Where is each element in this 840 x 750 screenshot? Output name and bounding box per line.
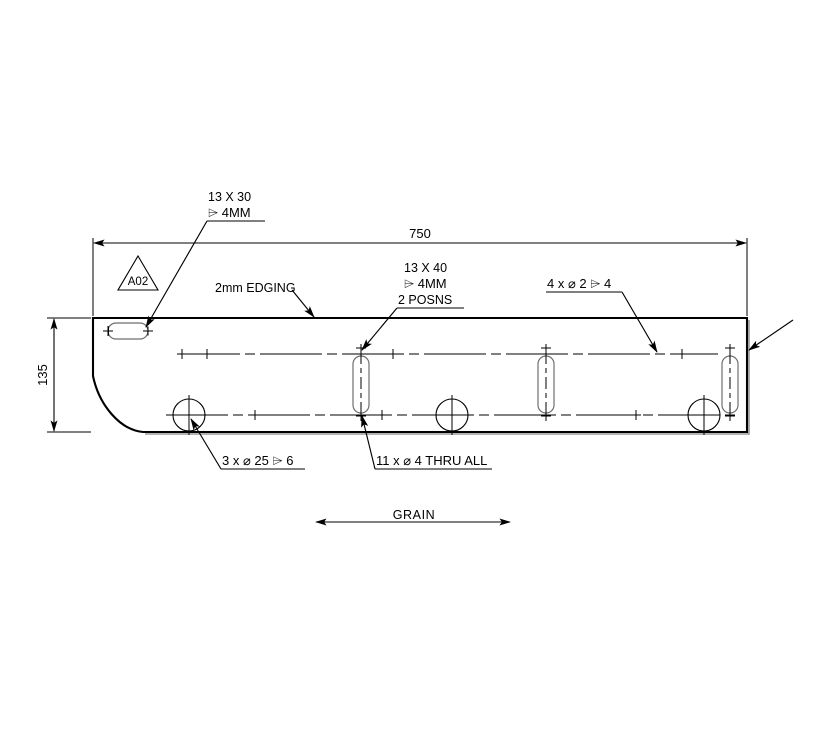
annotation-leader [361,307,398,351]
center-mark [677,349,687,359]
panel-profile [91,316,749,434]
annotation-line-3: 2 POSNS [398,293,452,307]
annotation-leader [291,289,315,318]
annotation-line-1: 13 X 30 [208,190,251,204]
center-mark [631,410,641,420]
annotation-right-edge-leader [748,319,794,351]
center-mark [377,410,387,420]
slot-crosshair-top [356,344,366,353]
annotation-edging[interactable]: 2mm EDGING [215,281,315,318]
annotation-thru-holes[interactable]: 11 x ⌀ 4 THRU ALL [361,415,492,470]
vertical-slot-2 [537,344,555,421]
annotation-leader [748,319,794,351]
centerlines [166,353,740,416]
counterbore-hole-3 [687,395,721,435]
center-mark [388,349,398,359]
grain-direction-indicator: GRAIN [315,508,511,526]
annotation-leader [361,415,376,470]
slot-crosshair-bottom [725,411,735,421]
vertical-slots [352,344,739,421]
counterbore-holes [172,395,721,435]
slot-crosshair-top [541,344,551,353]
grain-label: GRAIN [393,508,436,522]
annotation-line-1: 11 x ⌀ 4 THRU ALL [376,453,487,468]
slot-crosshair-bottom [541,411,551,421]
revision-balloon-label: A02 [128,276,148,288]
center-mark [177,349,187,359]
hole-center-marks [177,349,687,420]
vertical-slot-1 [352,344,370,421]
annotation-line-2: ⌲ 4MM [404,276,447,291]
dimension-overall-length: 750 [92,226,748,316]
annotation-leader [145,220,208,328]
revision-balloon[interactable]: A02 [117,254,159,291]
annotation-line-1: 4 x ⌀ 2 ⌲ 4 [547,276,611,291]
part-outline [91,316,750,435]
slot-crosshair-right [143,326,153,336]
center-mark [202,349,212,359]
counterbore-hole-2 [435,395,469,435]
edge-shadow-line [145,320,750,435]
vertical-slot-3 [721,344,739,421]
annotation-line-1: 13 X 40 [404,261,447,275]
counterbore-hole-1 [172,395,206,435]
annotation-line-1: 2mm EDGING [215,281,296,295]
triangle-icon [117,254,159,291]
annotation-slot-top-left[interactable]: 13 X 30 ⌲ 4MM [145,190,265,328]
dimension-label-135: 135 [35,364,50,386]
annotation-line-2: ⌲ 4MM [208,205,251,220]
annotation-counterbore[interactable]: 3 x ⌀ 25 ⌲ 6 [190,418,305,470]
center-mark [250,410,260,420]
annotation-slot-vertical[interactable]: 13 X 40 ⌲ 4MM 2 POSNS [361,261,464,351]
dimension-overall-height: 135 [35,317,91,433]
slot-top-left [103,322,153,340]
slot-crosshair-left [104,326,113,336]
annotation-line-1: 3 x ⌀ 25 ⌲ 6 [222,453,293,468]
annotation-leader [621,291,658,353]
dimension-label-750: 750 [409,226,431,241]
annotation-small-holes[interactable]: 4 x ⌀ 2 ⌲ 4 [546,276,658,353]
slot-crosshair-top [725,344,735,353]
slot-shape [107,322,149,340]
annotation-leader [190,418,222,470]
